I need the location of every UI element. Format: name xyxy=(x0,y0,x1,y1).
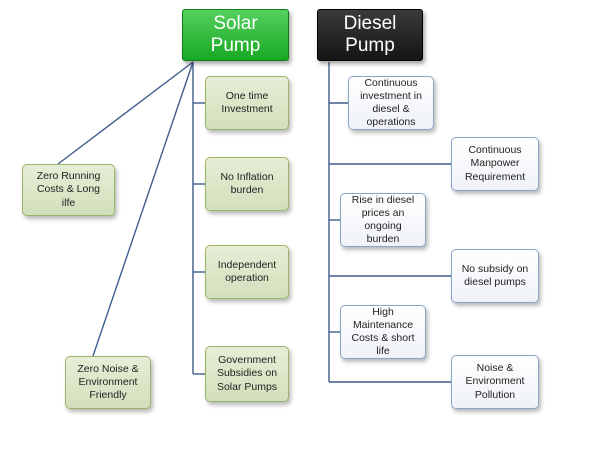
diesel-pump-header: Diesel Pump xyxy=(317,9,423,61)
solar-node-government-subsidies: Government Subsidies on Solar Pumps xyxy=(205,346,289,402)
diesel-node-continuous-investment: Continuous investment in diesel & operat… xyxy=(348,76,434,130)
diesel-node-high-maintenance: High Maintenance Costs & short life xyxy=(340,305,426,359)
solar-node-independent-operation: Independent operation xyxy=(205,245,289,299)
solar-node-zero-running-costs: Zero Running Costs & Long ilfe xyxy=(22,164,115,216)
solar-diagonal-line xyxy=(57,61,194,165)
solar-diagonal-line xyxy=(92,61,194,357)
diesel-node-no-subsidy: No subsidy on diesel pumps xyxy=(451,249,539,303)
diesel-node-continuous-manpower: Continuous Manpower Requirement xyxy=(451,137,539,191)
diesel-node-noise-pollution: Noise & Environment Pollution xyxy=(451,355,539,409)
solar-node-one-time-investment: One time Investment xyxy=(205,76,289,130)
solar-node-no-inflation-burden: No Inflation burden xyxy=(205,157,289,211)
solar-pump-header: Solar Pump xyxy=(182,9,289,61)
solar-node-zero-noise: Zero Noise & Environment Friendly xyxy=(65,356,151,409)
diesel-node-rise-in-diesel-prices: Rise in diesel prices an ongoing burden xyxy=(340,193,426,247)
